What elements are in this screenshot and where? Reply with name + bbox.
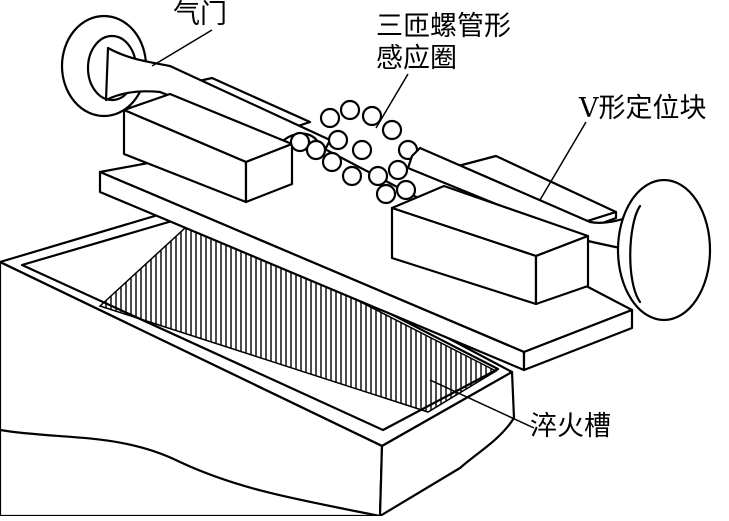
label-v-block: V形定位块 [579,93,707,124]
coil-turn-6 [341,165,363,187]
right-v-block [390,184,590,306]
coil-turn-1 [319,107,341,129]
coil-turn-8 [381,119,403,141]
quench-tank [0,202,516,518]
label-quench-tank: 淬火槽 [530,411,611,442]
right-valve-head [616,178,712,322]
leader-quench-tank [429,379,535,429]
leader-valve [151,29,213,67]
tank-cut-edge [0,428,382,518]
left-valve-stem [104,46,332,158]
coil-turn-7 [367,165,389,187]
coil-turn-2 [339,99,361,121]
leader-lines [151,29,587,429]
left-v-block [122,92,322,204]
tank-right-wall [378,370,516,518]
coil-turn-3 [361,105,383,127]
label-valve: 气门 [173,0,227,30]
plate-right [522,308,634,372]
coil-lead-1 [289,131,311,153]
coil-turn-12 [395,179,417,201]
coil-turn-13 [351,139,373,161]
right-block-side [534,234,590,306]
label-coil-line2: 感应圈 [376,43,457,74]
leader-v-block [539,121,587,201]
label-coil-line1: 三匝螺管形 [376,11,511,42]
left-block-side [244,142,294,204]
coil-turn-10 [387,159,409,181]
left-valve [60,14,332,158]
coil-turn-4 [327,129,349,151]
leader-coil [375,73,409,129]
right-valve-rim [629,204,642,304]
coil-turn-5 [321,151,343,173]
coil-lead-2 [305,139,327,161]
quench-water-hatching [98,217,498,413]
coil-turn-11 [375,183,397,205]
right-valve [406,146,712,322]
induction-coil [289,99,419,205]
